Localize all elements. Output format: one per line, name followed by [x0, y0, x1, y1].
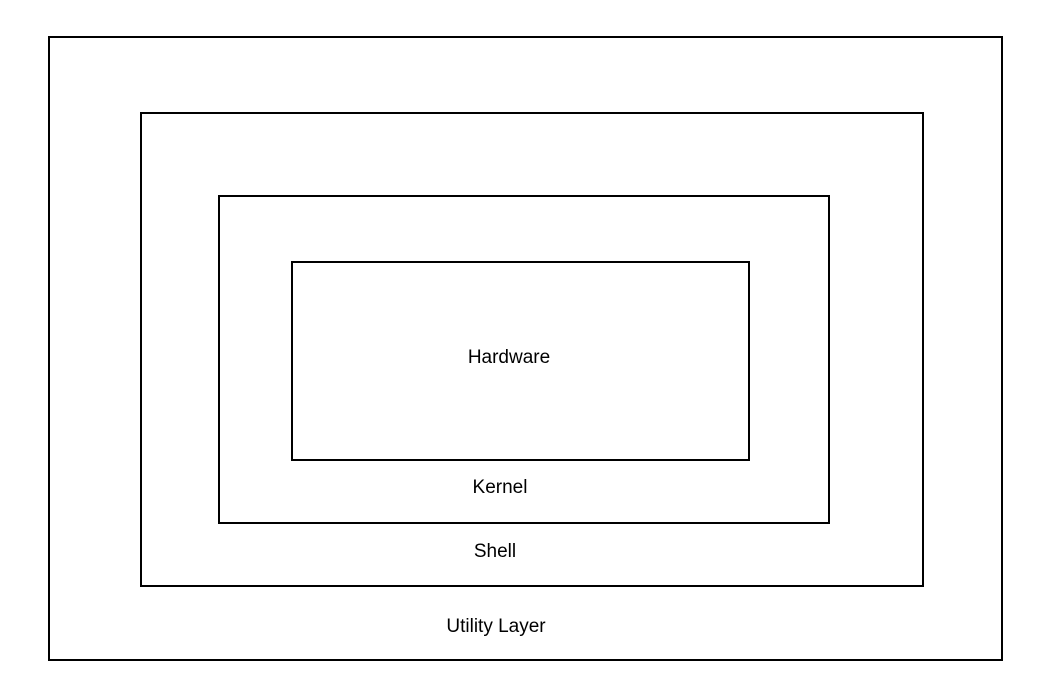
shell-label: Shell: [473, 541, 517, 562]
hardware-label: Hardware: [467, 347, 551, 368]
utility-layer-label: Utility Layer: [446, 616, 546, 637]
kernel-label: Kernel: [472, 477, 528, 498]
hardware-layer-box: [291, 261, 750, 461]
